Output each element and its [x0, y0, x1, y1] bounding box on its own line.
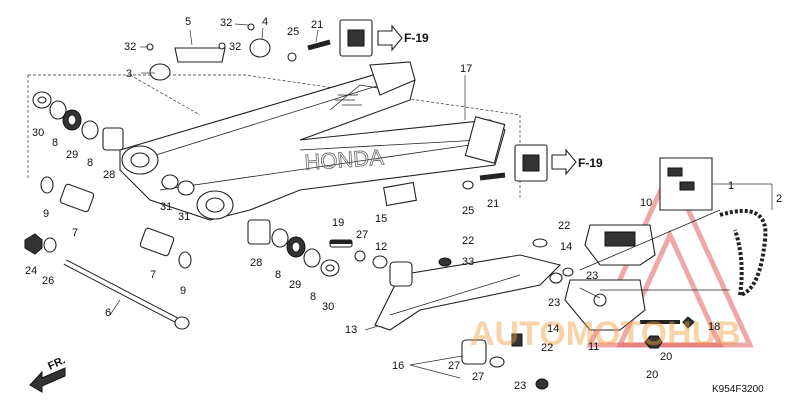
- callout-2: 2: [776, 193, 782, 205]
- callout-30a: 30: [32, 127, 44, 139]
- diagram-code: K954F3200: [712, 384, 764, 395]
- callout-4: 4: [262, 16, 268, 28]
- callout-9b: 9: [180, 285, 186, 297]
- callout-23c: 23: [514, 380, 526, 392]
- callout-10: 10: [640, 197, 652, 209]
- callout-7a: 7: [72, 227, 78, 239]
- ref-label-top: F-19: [404, 31, 429, 45]
- leader-lines: [109, 23, 601, 379]
- callout-1: 1: [728, 180, 734, 192]
- pivot-axle: [63, 259, 190, 330]
- right-bearings: [161, 174, 340, 277]
- callout-30b: 30: [322, 301, 334, 313]
- callout-14a: 14: [560, 241, 572, 253]
- callout-28b: 28: [250, 257, 262, 269]
- brand-text: HONDA: [304, 144, 385, 175]
- callout-18: 18: [708, 321, 720, 333]
- callout-32a: 32: [124, 41, 136, 53]
- ref-box-mid: [514, 144, 577, 182]
- callout-22c: 22: [541, 342, 553, 354]
- callout-25a: 25: [287, 26, 299, 38]
- watermark-text: AUTOMOTOHUB: [470, 315, 741, 353]
- callout-28a: 28: [103, 169, 115, 181]
- callout-8a: 8: [52, 137, 58, 149]
- callout-17: 17: [460, 63, 472, 75]
- callout-33: 33: [462, 256, 474, 268]
- callout-12: 12: [375, 241, 387, 253]
- callout-13: 13: [345, 324, 357, 336]
- callout-22a: 22: [558, 220, 570, 232]
- ref-box-top: [339, 19, 403, 57]
- slider-collars: [329, 238, 574, 287]
- front-arrow: [29, 367, 66, 393]
- callout-22b: 22: [462, 235, 474, 247]
- part-callouts: 1 2 3 4 5 6 7 7 8 8 8 8 9 9 10 11 12 13 …: [25, 16, 782, 392]
- callout-21a: 21: [311, 19, 323, 31]
- callout-8d: 8: [310, 291, 316, 303]
- callout-29b: 29: [289, 279, 301, 291]
- callout-32c: 32: [229, 41, 241, 53]
- callout-7b: 7: [150, 269, 156, 281]
- callout-25b: 25: [462, 205, 474, 217]
- callout-8c: 8: [275, 269, 281, 281]
- chain-guide: [564, 224, 656, 331]
- left-bearings: [24, 91, 192, 269]
- callout-20a: 20: [660, 351, 672, 363]
- callout-27c: 27: [472, 371, 484, 383]
- callout-29a: 29: [66, 149, 78, 161]
- callout-3: 3: [126, 68, 132, 80]
- callout-27a: 27: [356, 229, 368, 241]
- callout-26: 26: [42, 275, 54, 287]
- callout-27b: 27: [448, 360, 460, 372]
- callout-11: 11: [588, 341, 599, 353]
- callout-19: 19: [332, 217, 344, 229]
- callout-32b: 32: [220, 17, 232, 29]
- callout-6: 6: [105, 307, 111, 319]
- callout-31a: 31: [160, 201, 172, 213]
- callout-16: 16: [392, 360, 404, 372]
- chain-slider: [374, 254, 562, 331]
- callout-24: 24: [25, 265, 37, 277]
- lower-guide: [461, 333, 549, 390]
- callout-21b: 21: [487, 198, 499, 210]
- callout-15: 15: [375, 213, 387, 225]
- callout-31b: 31: [178, 211, 190, 223]
- callout-23b: 23: [548, 297, 560, 309]
- top-fittings: [146, 23, 695, 349]
- callout-8b: 8: [87, 157, 93, 169]
- callout-9a: 9: [43, 208, 49, 220]
- swingarm-body: [119, 61, 506, 221]
- callout-20b: 20: [646, 369, 658, 381]
- chain-joint-box: [659, 157, 773, 211]
- callout-5: 5: [185, 16, 191, 28]
- drive-chain: [579, 209, 768, 297]
- ref-label-mid: F-19: [578, 156, 603, 170]
- callout-14b: 14: [547, 323, 559, 335]
- callout-23a: 23: [586, 270, 598, 282]
